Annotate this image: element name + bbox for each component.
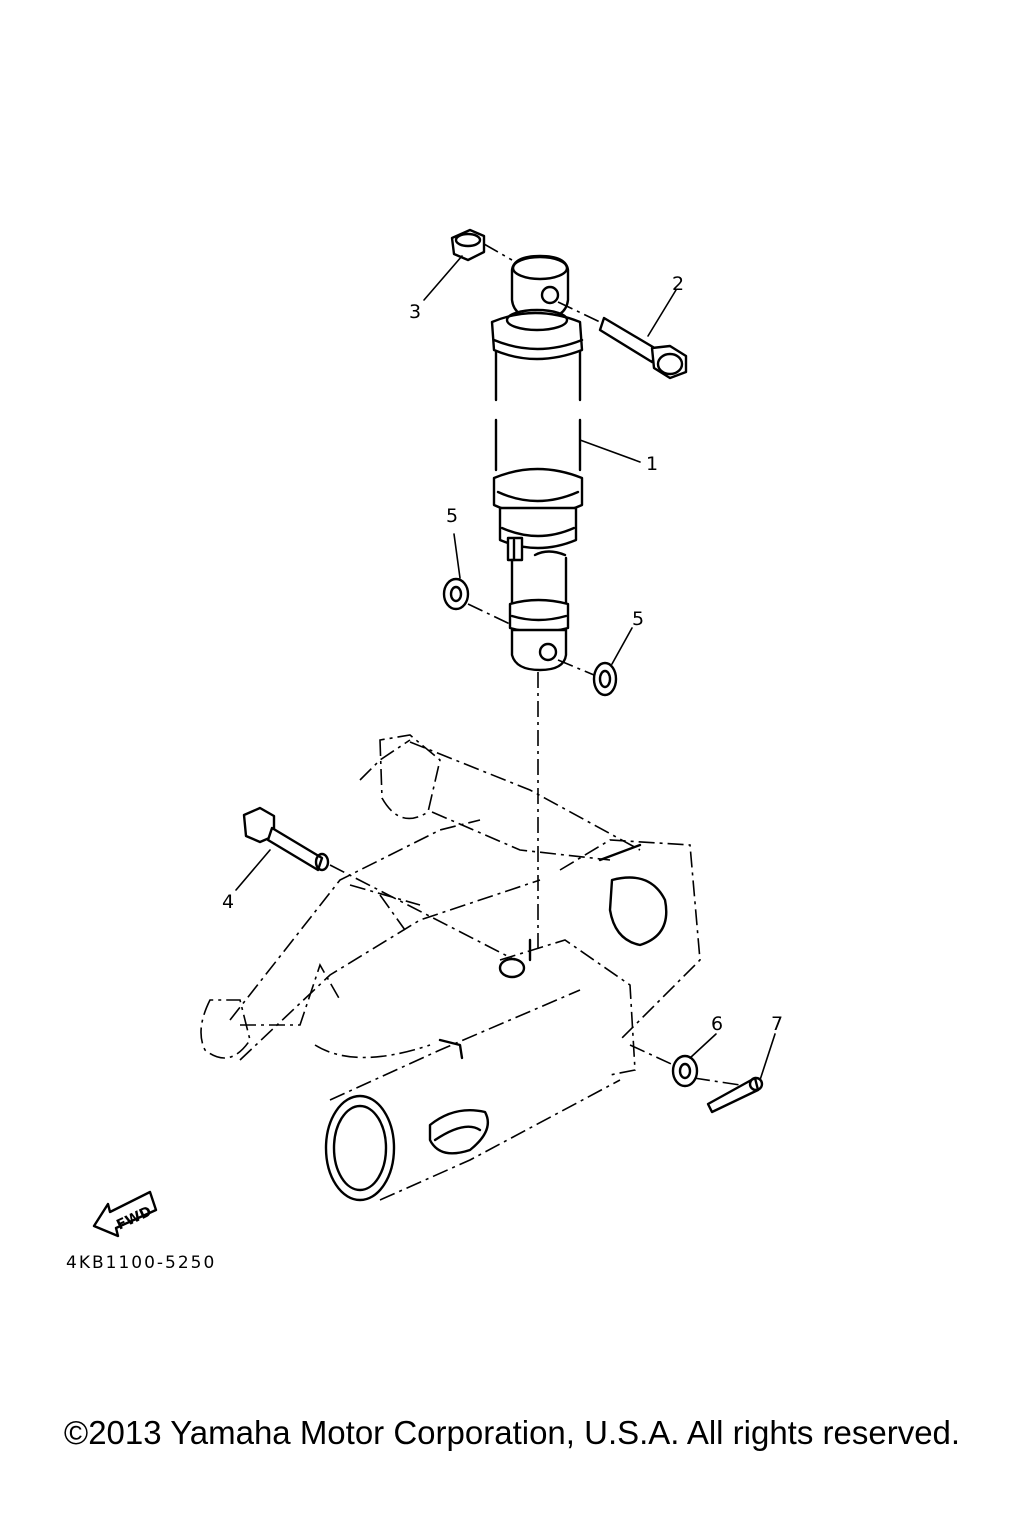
assembly-axis-lines (329, 243, 741, 1086)
callout-1: 1 (646, 453, 658, 475)
rear-shock-absorber (490, 254, 584, 672)
callout-4: 4 (222, 891, 234, 913)
callout-5a: 5 (446, 505, 458, 527)
callout-7: 7 (771, 1013, 783, 1035)
pivot-bolt-part-4 (242, 806, 330, 872)
callout-leaders (235, 255, 776, 1081)
callout-5b: 5 (632, 608, 644, 630)
nut-part-3 (450, 228, 486, 262)
washer-part-6 (671, 1054, 699, 1088)
cotter-pin-part-7 (706, 1076, 764, 1114)
diagram-part-code: 4KB1100-5250 (66, 1253, 217, 1273)
washer-part-5a (442, 577, 470, 611)
callout-3: 3 (409, 301, 421, 323)
washer-part-5b (592, 661, 618, 697)
rear-swingarm (200, 734, 701, 1202)
callout-2: 2 (672, 273, 684, 295)
callout-6: 6 (711, 1013, 723, 1035)
forward-direction-arrow-icon: FWD (92, 1190, 158, 1238)
bolt-part-2 (598, 316, 688, 380)
copyright-notice: ©2013 Yamaha Motor Corporation, U.S.A. A… (63, 1414, 961, 1451)
